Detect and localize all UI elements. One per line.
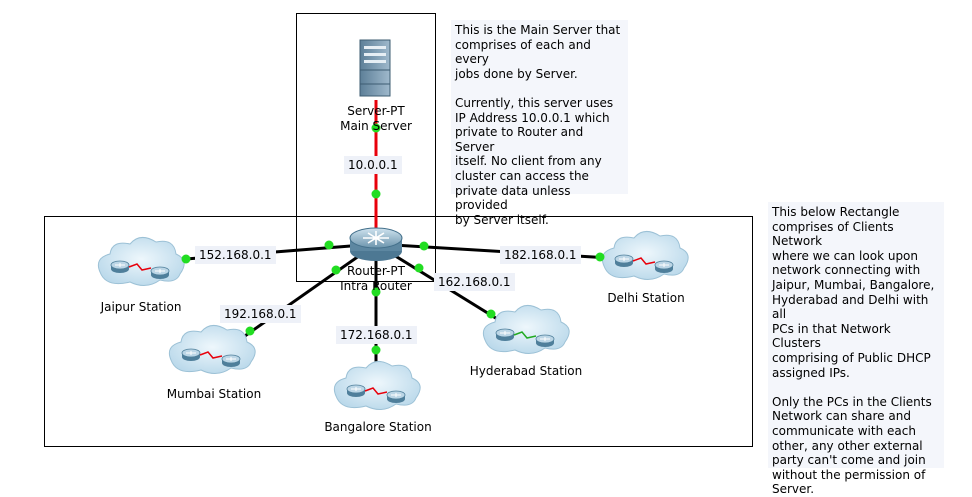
router-name-label: Intra Router — [340, 279, 412, 293]
link-dot — [486, 309, 496, 319]
server-zone-rectangle — [296, 13, 436, 282]
link-dot — [595, 252, 605, 262]
jaipur-ip-label: 152.168.0.1 — [195, 246, 276, 264]
link-dot — [181, 254, 191, 264]
bangalore-cloud-icon[interactable] — [333, 361, 421, 410]
link-dot — [371, 123, 381, 133]
clients-network-rectangle — [44, 216, 753, 447]
router-type-label: Router-PT — [347, 264, 405, 278]
mumbai-ip-label: 192.168.0.1 — [220, 305, 301, 323]
server-ip-label: 10.0.0.1 — [344, 156, 402, 174]
delhi-station-label: Delhi Station — [607, 291, 685, 305]
link-dot — [371, 287, 381, 297]
network-topology — [44, 13, 753, 447]
delhi-cloud-icon[interactable] — [601, 231, 689, 280]
server-name-label: Main Server — [340, 119, 412, 133]
link-dot — [414, 263, 424, 273]
mumbai-station-label: Mumbai Station — [166, 387, 262, 401]
server-note: This is the Main Server that comprises o… — [451, 20, 628, 227]
server-type-label: Server-PT — [347, 104, 405, 118]
hyderabad-station-label: Hyderabad Station — [469, 364, 583, 378]
link-dot — [371, 189, 381, 199]
server-icon[interactable] — [359, 39, 391, 97]
link-dot — [245, 326, 255, 336]
link-dot — [419, 241, 429, 251]
mumbai-cloud-icon[interactable] — [168, 325, 256, 374]
link-dot — [331, 265, 341, 275]
jaipur-station-label: Jaipur Station — [100, 300, 182, 314]
router-icon[interactable] — [349, 227, 403, 261]
link-dot — [324, 240, 334, 250]
bangalore-ip-label: 172.168.0.1 — [336, 326, 417, 344]
jaipur-cloud-icon[interactable] — [97, 237, 185, 286]
clients-network-note: This below Rectangle comprises of Client… — [768, 202, 944, 496]
bangalore-station-label: Bangalore Station — [324, 420, 432, 434]
delhi-ip-label: 182.168.0.1 — [500, 246, 581, 264]
hyderabad-cloud-icon[interactable] — [482, 305, 570, 354]
hyderabad-ip-label: 162.168.0.1 — [434, 273, 515, 291]
link-status-dots — [181, 123, 605, 355]
link-dot — [371, 345, 381, 355]
